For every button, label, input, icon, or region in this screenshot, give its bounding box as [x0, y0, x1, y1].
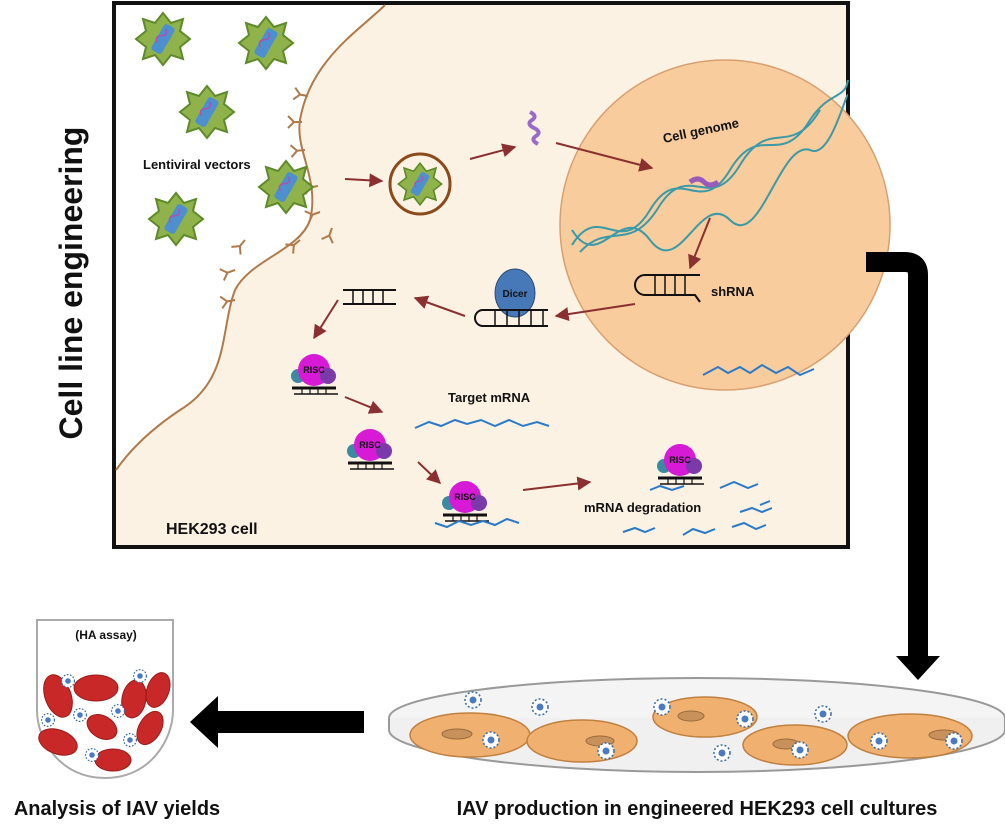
culture-dish [388, 677, 1005, 774]
shrna-label: shRNA [711, 284, 755, 299]
analysis-caption: Analysis of IAV yields [14, 798, 220, 820]
cell-panel: Lentiviral vectors Cell genome shRNA [112, 1, 891, 549]
mrna-degradation-label: mRNA degradation [584, 500, 701, 515]
dicer-complex: Dicer [474, 268, 548, 327]
target-mrna [414, 418, 550, 429]
ha-assay-label: (HA assay) [75, 628, 137, 642]
ha-assay-well: (HA assay) [36, 619, 174, 780]
degraded-mrna-fragments [622, 480, 773, 536]
target-mrna-label: Target mRNA [448, 390, 531, 405]
risc-complex-3: RISC [434, 479, 520, 529]
lentiviral-label: Lentiviral vectors [143, 157, 251, 172]
risc-label: RISC [454, 492, 476, 502]
cell-nuclei [441, 710, 960, 750]
iav-production-caption: IAV production in engineered HEK293 cell… [457, 798, 938, 820]
sirna-duplex [343, 289, 396, 305]
endosome [388, 152, 452, 216]
extracellular-space [116, 5, 385, 470]
nucleus [559, 59, 891, 391]
shrna-hairpin [634, 274, 701, 303]
dna-helix [571, 79, 849, 253]
risc-label: RISC [359, 440, 381, 450]
risc-complex-2: RISC [345, 427, 396, 471]
dicer-label: Dicer [502, 289, 527, 300]
flow-arrow-down [866, 252, 940, 680]
flow-arrow-left [190, 696, 364, 748]
pathway-arrows [313, 142, 711, 491]
risc-complex-4: RISC [655, 442, 706, 486]
risc-label: RISC [669, 455, 691, 465]
cell-membrane [115, 4, 386, 471]
vector-rna [527, 110, 541, 146]
cell-line-engineering-title: Cell line engineering [53, 127, 89, 440]
risc-label: RISC [303, 365, 325, 375]
risc-complex-1: RISC [289, 352, 340, 396]
integrated-shrna-cassette [688, 176, 720, 188]
hek293-cell-label: HEK293 cell [166, 521, 258, 538]
nuclear-mrna [702, 363, 815, 377]
